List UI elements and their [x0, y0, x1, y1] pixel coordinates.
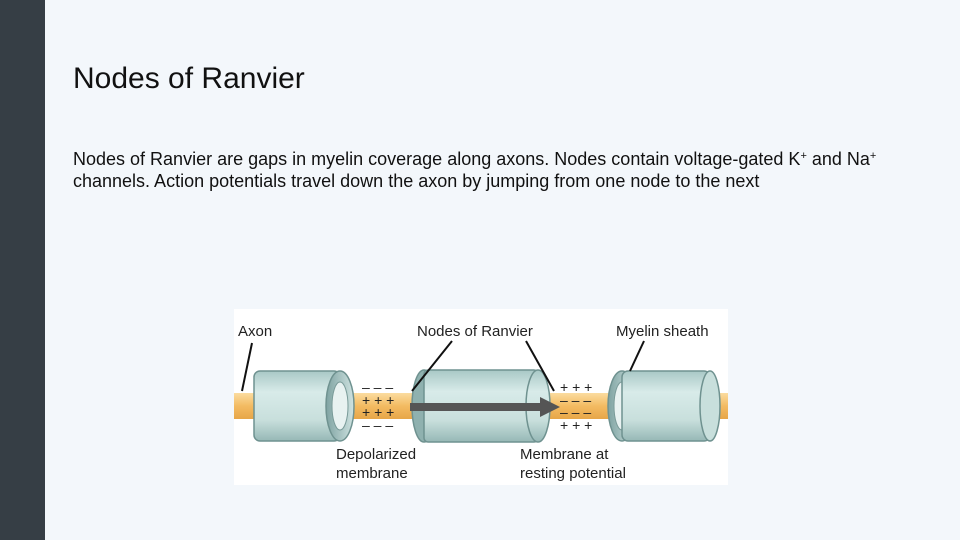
slide-body-text: Nodes of Ranvier are gaps in myelin cove… — [73, 148, 903, 192]
axon-leader-line — [241, 342, 253, 392]
charge-right-inner-bottom: – – – — [560, 404, 591, 420]
nodes-leader-line-right — [525, 340, 555, 392]
sidebar-accent — [0, 0, 45, 540]
depolarized-membrane-label: Depolarized membrane — [336, 445, 416, 483]
charge-right-outer-top: + + + — [560, 379, 592, 395]
depolarized-label-line1: Depolarized — [336, 446, 417, 463]
depolarized-label-line2: membrane — [336, 465, 408, 482]
myelin-leader-line — [629, 340, 645, 372]
propagation-arrow — [410, 397, 560, 417]
body-text-part: Nodes of Ranvier are gaps in myelin cove… — [73, 149, 801, 169]
nodes-of-ranvier-diagram: – – – + + + + + + – – – + + + – – – – – … — [234, 309, 728, 485]
superscript-plus: + — [869, 150, 877, 162]
body-text-part: and Na — [806, 149, 870, 169]
myelin-segment-right — [607, 370, 721, 442]
resting-label-line2: resting potential — [520, 465, 626, 482]
charge-right-inner-top: – – – — [560, 392, 591, 408]
charge-left-inner-top: + + + — [362, 392, 394, 408]
nodes-of-ranvier-label: Nodes of Ranvier — [417, 323, 533, 340]
charge-left-outer-bottom: – – – — [362, 417, 393, 433]
resting-membrane-label: Membrane at resting potential — [520, 445, 626, 483]
myelin-sheath-label: Myelin sheath — [616, 323, 709, 340]
charge-left-inner-bottom: + + + — [362, 404, 394, 420]
charge-right-outer-bottom: + + + — [560, 417, 592, 433]
slide-title: Nodes of Ranvier — [73, 62, 305, 95]
myelin-segment-left — [253, 370, 355, 442]
charge-left-outer-top: – – – — [362, 379, 393, 395]
resting-label-line1: Membrane at — [520, 446, 609, 463]
superscript-plus: + — [800, 150, 807, 162]
axon-label: Axon — [238, 323, 273, 340]
body-text-part: channels. Action potentials travel down … — [73, 171, 760, 191]
nodes-leader-line-left — [411, 340, 453, 392]
diagram-svg: – – – + + + + + + – – – + + + – – – – – … — [234, 340, 728, 443]
